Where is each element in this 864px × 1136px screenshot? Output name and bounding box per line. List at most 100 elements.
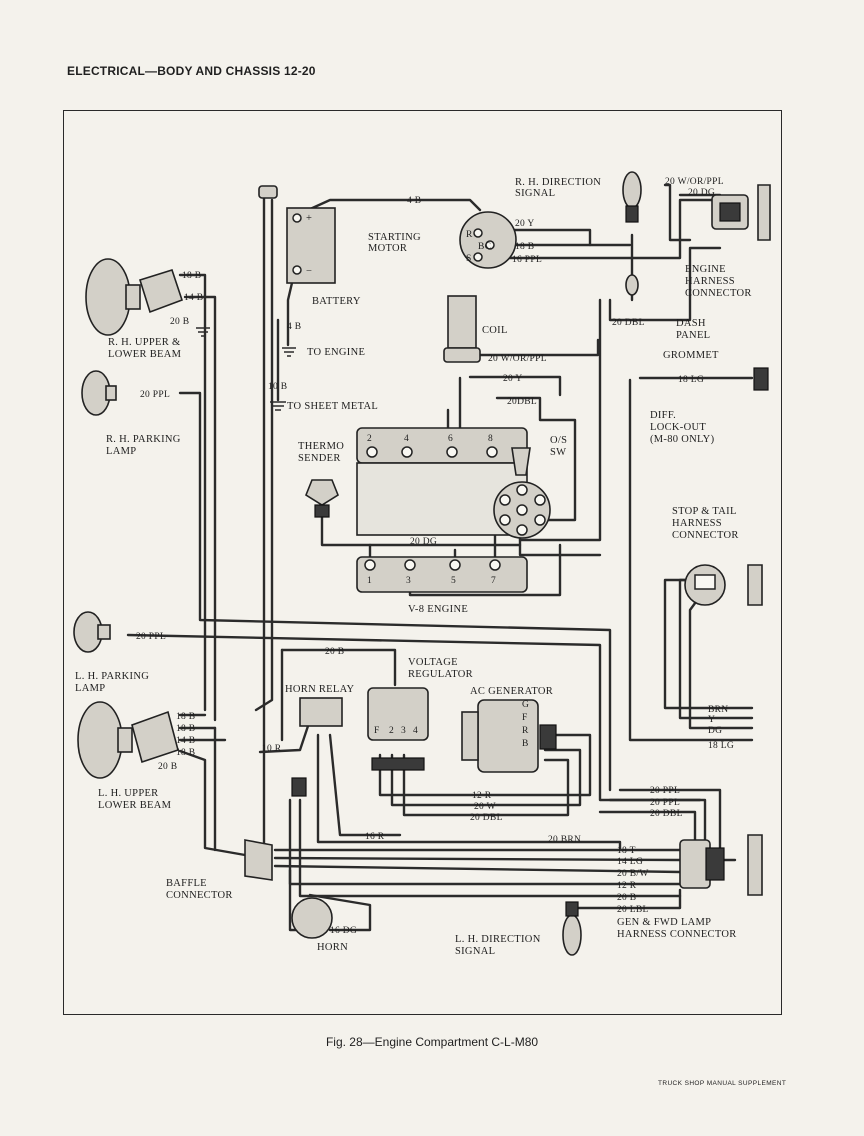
- wire-label: 16 PPL: [512, 255, 542, 265]
- wire-label: 20 PPL: [650, 786, 680, 796]
- wire-20ppl-rhpark: [178, 391, 612, 792]
- gen-fwd-connector: [679, 834, 763, 896]
- wire-14lg: [273, 856, 682, 862]
- wire-label: 20 PPL: [650, 798, 680, 808]
- wire-label: 12 R: [472, 791, 492, 801]
- wire-label: 18 B: [182, 271, 201, 281]
- label-starting-motor-2: MOTOR: [368, 243, 407, 254]
- label-rh-beam-2: LOWER BEAM: [108, 349, 182, 360]
- terminal-starter-r: R: [466, 230, 473, 240]
- label-diff-2: LOCK-OUT: [650, 422, 706, 433]
- label-dash-panel-2: PANEL: [676, 330, 710, 341]
- terminal-eng-4: 4: [404, 434, 409, 444]
- wire-label: 16 R: [365, 832, 385, 842]
- wire-20w-mid: [390, 748, 582, 807]
- wire-20bw: [273, 864, 682, 874]
- wire-label: 20 PPL: [136, 632, 166, 642]
- label-engine-harness-1: ENGINE: [685, 264, 726, 275]
- wire-20y-starter: [493, 228, 592, 247]
- label-thermo-2: SENDER: [298, 453, 341, 464]
- wire-20ppl-r2: [608, 798, 707, 857]
- label-gen-fwd-1: GEN & FWD LAMP: [617, 917, 711, 928]
- figure-caption: Fig. 28—Engine Compartment C-L-M80: [325, 1035, 539, 1049]
- label-lh-direction-2: SIGNAL: [455, 946, 495, 957]
- wire-thermo: [320, 513, 522, 547]
- wire-label: 18 T: [617, 846, 636, 856]
- label-stop-tail-3: CONNECTOR: [672, 530, 739, 541]
- label-regulator-1: VOLTAGE: [408, 657, 458, 668]
- label-lh-beam-2: LOWER BEAM: [98, 800, 172, 811]
- wire-20b-reg: [280, 648, 397, 687]
- terminal-gen-b: B: [522, 739, 529, 749]
- distributor: [493, 481, 551, 539]
- wire-label: 20 B: [170, 317, 189, 327]
- voltage-regulator: [367, 687, 429, 771]
- label-rh-parking-1: R. H. PARKING: [106, 434, 181, 445]
- wire-dist-out: [518, 533, 602, 557]
- wire-20ppl-r1: [618, 788, 722, 862]
- wire-label: 20 DBL: [612, 318, 645, 328]
- wire-20y-coil: [468, 375, 562, 397]
- os-switch: [511, 447, 531, 476]
- page-footer: TRUCK SHOP MANUAL SUPPLEMENT: [658, 1080, 787, 1087]
- label-stop-tail-1: STOP & TAIL: [672, 506, 737, 517]
- wire-18b-rh: [178, 273, 207, 712]
- terminal-eng-8: 8: [488, 434, 493, 444]
- ac-generator: [461, 699, 557, 773]
- wire-label: 18 B: [176, 724, 195, 734]
- label-diff-3: (M-80 ONLY): [650, 434, 715, 445]
- wire-label: 20 DBL: [650, 809, 683, 819]
- terminal-eng-5: 5: [451, 576, 456, 586]
- harness-wire-2: [254, 198, 274, 712]
- label-regulator-2: REGULATOR: [408, 669, 473, 680]
- label-to-engine: TO ENGINE: [307, 347, 365, 358]
- wire-label: 20 W: [474, 802, 496, 812]
- wire-label: 10 B: [268, 382, 287, 392]
- wire-16r: [328, 733, 402, 837]
- label-os-1: O/S: [550, 435, 567, 446]
- wire-label: BRN: [708, 705, 728, 715]
- coil: [443, 295, 481, 363]
- label-dash-panel-1: DASH: [676, 318, 706, 329]
- label-gen-fwd-2: HARNESS CONNECTOR: [617, 929, 737, 940]
- wire-label: 20 Y: [503, 374, 523, 384]
- wire-label: 20 B/W: [617, 869, 649, 879]
- wire-label: 20 DBL: [470, 813, 503, 823]
- label-stop-tail-2: HARNESS: [672, 518, 722, 529]
- wire-12r-mid: [378, 733, 592, 797]
- lh-direction-signal: [562, 901, 582, 956]
- ground-symbol: [196, 327, 296, 411]
- wire-label: 14 B: [184, 293, 203, 303]
- wire-14b-rh: [183, 295, 217, 722]
- terminal-reg-3: 3: [401, 726, 406, 736]
- wire-label: 20 PPL: [140, 390, 170, 400]
- label-lh-parking-1: L. H. PARKING: [75, 671, 149, 682]
- svg-text:−: −: [306, 266, 312, 277]
- wire-label: 4 B: [287, 322, 301, 332]
- svg-text:+: +: [306, 213, 312, 224]
- label-os-2: SW: [550, 447, 566, 458]
- wire-20dbl-eng: [495, 396, 577, 522]
- label-lh-direction-1: L. H. DIRECTION: [455, 934, 541, 945]
- wire-label: 18 B: [515, 242, 534, 252]
- label-battery: BATTERY: [312, 296, 361, 307]
- label-ac-generator: AC GENERATOR: [470, 686, 553, 697]
- wire-label: 20 B: [617, 893, 636, 903]
- wire-20lbl: [576, 888, 682, 910]
- thermo-sender: [305, 479, 339, 518]
- wire-16dg: [308, 893, 372, 932]
- horn-relay: [299, 697, 343, 727]
- wire-label: 20 B: [325, 647, 344, 657]
- label-coil: COIL: [482, 325, 508, 336]
- label-rh-beam-1: R. H. UPPER &: [108, 337, 180, 348]
- label-baffle-2: CONNECTOR: [166, 890, 233, 901]
- wire-label: 20 Y: [515, 219, 535, 229]
- engine-harness-connector: [711, 184, 771, 241]
- rh-direction-signal: [622, 171, 642, 296]
- terminal-reg-f: F: [374, 726, 380, 736]
- wire-10r: [258, 718, 312, 754]
- label-starting-motor-1: STARTING: [368, 232, 421, 243]
- wire-16ppl-starter: [496, 198, 717, 260]
- terminal-eng-3: 3: [406, 576, 411, 586]
